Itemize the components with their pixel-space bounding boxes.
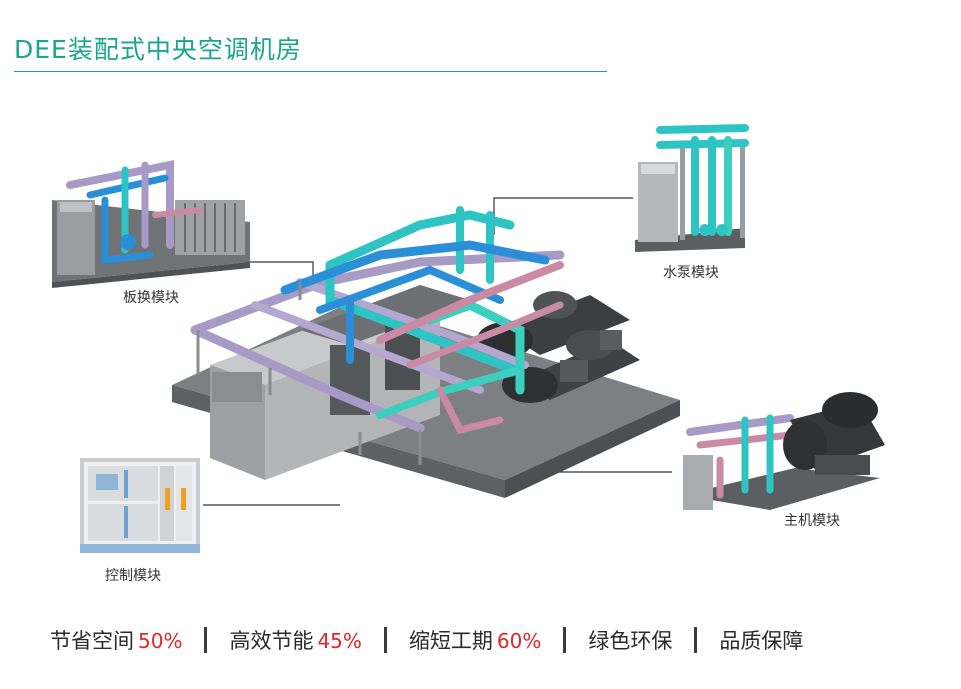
feature-value: 60% (496, 629, 542, 653)
chiller-module-label: 主机模块 (784, 513, 840, 529)
water-pump-module-label: 水泵模块 (663, 265, 719, 281)
pipe-network (190, 206, 565, 435)
feature-label: 绿色环保 (588, 629, 673, 653)
feature-divider (204, 627, 208, 653)
feature-value: 50% (138, 629, 183, 653)
plate-exchange-module (52, 160, 250, 288)
feature-label: 高效节能 (229, 629, 314, 653)
chiller-module (682, 392, 885, 510)
main-assembly (172, 206, 680, 498)
feature-divider (694, 627, 698, 653)
feature-bar: 节省空间 50% 高效节能 45% 缩短工期 60% 绿色环保 品质保障 (50, 622, 803, 658)
feature-label: 节省空间 (50, 629, 134, 653)
feature-short-schedule: 缩短工期 60% (409, 625, 541, 655)
support-posts (196, 282, 422, 465)
feature-divider (383, 627, 387, 653)
feature-label: 品质保障 (719, 629, 804, 653)
feature-quality: 品质保障 (719, 625, 803, 655)
plate-exchange-module-label: 板换模块 (123, 290, 179, 306)
feature-save-space: 节省空间 50% (50, 625, 182, 655)
feature-value: 45% (317, 629, 362, 653)
control-module-label: 控制模块 (105, 568, 161, 584)
feature-green: 绿色环保 (588, 625, 672, 655)
title-underline (14, 71, 607, 72)
plant-room-illustration (52, 124, 885, 553)
water-pump-module (635, 124, 749, 252)
feature-energy-saving: 高效节能 45% (229, 625, 361, 655)
feature-label: 缩短工期 (408, 629, 493, 653)
feature-divider (563, 627, 567, 653)
page-title: DEE装配式中央空调机房 (14, 35, 302, 64)
control-module (80, 458, 200, 553)
